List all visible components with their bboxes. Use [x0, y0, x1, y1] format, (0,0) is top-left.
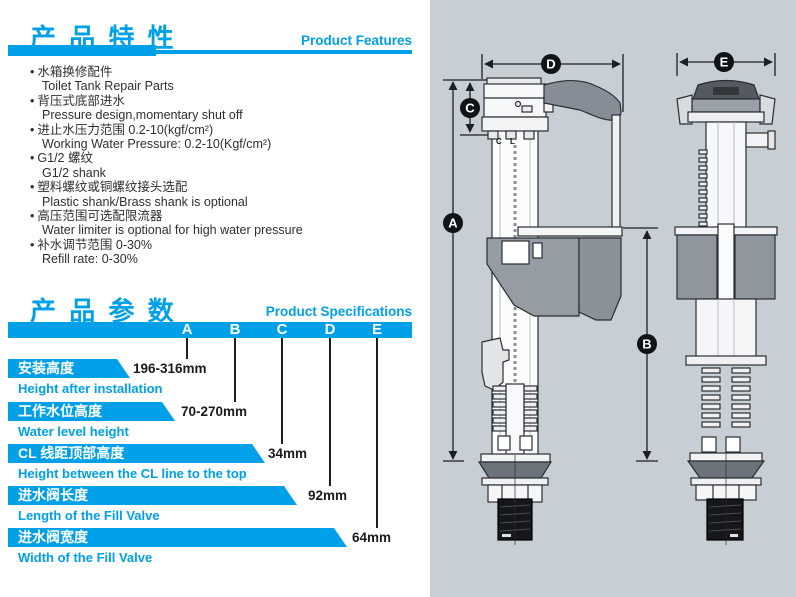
spec-banner-zh: 进水阀宽度	[8, 528, 347, 547]
spec-value: 196-316mm	[133, 361, 207, 376]
feature-item: •水箱换修配件 Toilet Tank Repair Parts	[30, 65, 426, 94]
dim-badge-b	[637, 334, 657, 354]
feature-en: Refill rate: 0-30%	[42, 252, 138, 267]
dim-badge-d	[541, 54, 561, 74]
feature-en: Pressure design,momentary shut off	[42, 108, 243, 123]
leader-line-c	[281, 338, 283, 444]
spec-banner-zh: 进水阀长度	[8, 486, 297, 505]
technical-diagram: C L	[443, 52, 778, 545]
leader-line-e	[376, 338, 378, 528]
feature-zh: G1/2 螺纹	[37, 151, 93, 166]
feature-item: •塑料螺纹或铜螺纹接头选配 Plastic shank/Brass shank …	[30, 180, 426, 209]
dim-badge-e	[714, 52, 734, 72]
features-title-underline	[8, 45, 156, 56]
dim-badge-c	[460, 98, 480, 118]
specs-title-en: Product Specifications	[265, 304, 412, 319]
bullet-icon: •	[30, 122, 35, 137]
spec-column-bar: A B C D E	[8, 322, 412, 338]
feature-en: G1/2 shank	[42, 165, 106, 180]
feature-item: •背压式底部进水 Pressure design,momentary shut …	[30, 94, 426, 123]
diagram-panel: C L	[430, 0, 796, 597]
dim-label-b: B	[642, 337, 651, 352]
feature-zh: 水箱换修配件	[37, 65, 113, 79]
spec-label-en: Water level height	[18, 424, 129, 439]
cl-line-mark: C L	[496, 137, 518, 146]
spec-banner-zh: CL 线距顶部高度	[8, 444, 265, 463]
feature-zh: 进止水压力范围 0.2-10(kgf/cm²)	[37, 122, 214, 137]
bullet-icon: •	[30, 180, 35, 195]
column-letter-c: C	[276, 321, 288, 338]
leader-line-a	[186, 338, 188, 359]
spec-value: 64mm	[352, 530, 392, 545]
features-list: •水箱换修配件 Toilet Tank Repair Parts •背压式底部进…	[30, 65, 426, 267]
feature-zh: 背压式底部进水	[37, 93, 125, 108]
feature-zh: 高压范围可选配限流器	[37, 209, 163, 224]
feature-item: •补水调节范围 0-30% Refill rate: 0-30%	[30, 238, 426, 267]
leader-line-d	[329, 338, 331, 486]
bullet-icon: •	[30, 65, 35, 79]
dim-label-a: A	[448, 216, 458, 231]
feature-en: Working Water Pressure: 0.2-10(Kgf/cm²)	[42, 137, 272, 152]
spec-label-en: Height between the CL line to the top	[18, 466, 247, 481]
spec-value: 34mm	[268, 446, 308, 461]
leader-line-b	[234, 338, 236, 402]
column-letter-e: E	[371, 321, 382, 338]
feature-en: Water limiter is optional for high water…	[42, 223, 303, 238]
features-title-en: Product Features	[300, 33, 412, 48]
spec-value: 70-270mm	[181, 404, 248, 419]
feature-item: •高压范围可选配限流器 Water limiter is optional fo…	[30, 209, 426, 238]
spec-banner-zh: 安装高度	[8, 359, 130, 378]
spec-label-en: Width of the Fill Valve	[18, 550, 153, 565]
bullet-icon: •	[30, 151, 35, 166]
feature-en: Toilet Tank Repair Parts	[42, 79, 174, 94]
spec-banner-zh: 工作水位高度	[8, 402, 175, 421]
dimension-labels-front: A B C D	[443, 54, 657, 354]
dimension-labels-side: E	[714, 52, 734, 72]
spec-value: 92mm	[308, 488, 348, 503]
column-letter-b: B	[229, 321, 241, 338]
fill-valve-side-view	[674, 79, 778, 545]
dim-label-d: D	[546, 57, 555, 72]
features-title-rule	[156, 50, 412, 54]
spec-label-en: Length of the Fill Valve	[18, 508, 160, 523]
feature-zh: 补水调节范围 0-30%	[37, 237, 152, 252]
spec-label-en: Height after installation	[18, 381, 163, 396]
column-letter-d: D	[324, 321, 336, 338]
feature-item: •进止水压力范围 0.2-10(kgf/cm²) Working Water P…	[30, 123, 426, 152]
specs-title-zh: 产 品 参 数	[30, 296, 177, 326]
bullet-icon: •	[30, 209, 35, 224]
feature-zh: 塑料螺纹或铜螺纹接头选配	[37, 180, 188, 195]
bullet-icon: •	[30, 237, 35, 252]
feature-en: Plastic shank/Brass shank is optional	[42, 194, 248, 209]
fill-valve-front-view: C L	[477, 77, 623, 545]
bullet-icon: •	[30, 93, 35, 108]
dim-badge-a	[443, 213, 463, 233]
column-letter-a: A	[181, 321, 193, 338]
feature-item: •G1/2 螺纹 G1/2 shank	[30, 151, 426, 180]
dim-label-e: E	[720, 55, 729, 70]
dim-label-c: C	[465, 101, 475, 116]
